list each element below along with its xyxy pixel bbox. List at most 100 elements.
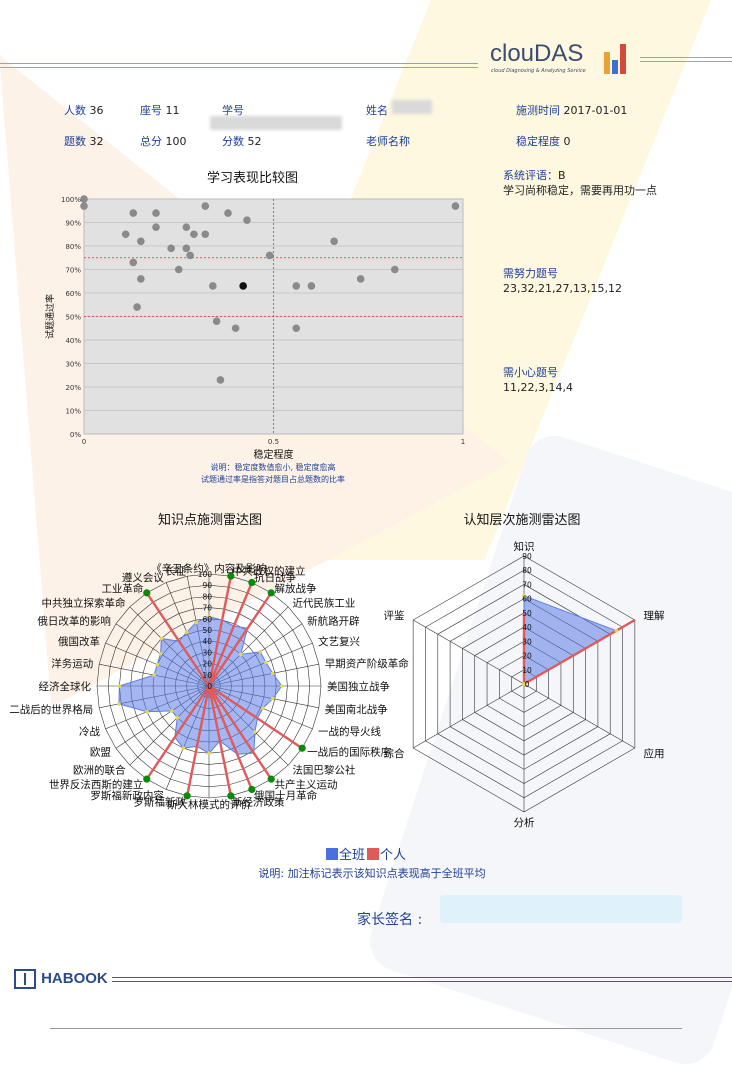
parent-signature-field[interactable] [440, 895, 682, 923]
y-tick-label: 60% [65, 290, 81, 298]
scatter-note-1: 说明：稳定度数值愈小, 稳定度愈高 [210, 463, 336, 472]
radar-axis-label: 俄国十月革命 [254, 789, 317, 802]
radar-tick-label: 0 [207, 682, 212, 691]
data-point [169, 709, 174, 713]
data-point [356, 275, 365, 283]
y-axis-label: 试题通过率 [44, 294, 56, 339]
above-average-marker [227, 792, 235, 800]
radar-spoke [412, 683, 525, 749]
chart-legend: 全班个人 [0, 844, 732, 863]
data-point [330, 237, 338, 246]
radar-tick-label: 10 [522, 666, 532, 675]
x-tick-label: 0.5 [268, 438, 279, 446]
personal-point [239, 282, 247, 290]
y-tick-label: 80% [65, 243, 81, 251]
data-point [159, 636, 164, 641]
system-eval-grade: B [558, 169, 566, 182]
data-point [133, 303, 141, 311]
data-point [390, 265, 399, 274]
radar-tick-label: 60 [202, 615, 212, 624]
data-point [80, 195, 88, 203]
data-point [243, 216, 251, 224]
legend-class-swatch [325, 848, 338, 860]
radar-tick-label: 70 [522, 580, 532, 589]
data-point [216, 376, 225, 384]
data-point [167, 244, 175, 253]
data-point [201, 202, 210, 210]
info-test-date: 施测时间 2017-01-01 [516, 104, 628, 117]
radar-axis-label: 遵义会议 [122, 571, 164, 584]
data-point [238, 652, 243, 657]
info-total-score: 总分 100 [140, 135, 187, 148]
radar-axis-label: 欧洲的联合 [73, 763, 126, 776]
data-point [194, 620, 199, 625]
redacted-name [392, 100, 432, 114]
data-point [231, 324, 240, 333]
data-point [155, 662, 160, 667]
data-point [522, 682, 526, 686]
y-tick-label: 50% [65, 314, 81, 322]
radar-tick-label: 40 [202, 637, 212, 646]
system-eval-label: 系统评语： [503, 169, 558, 182]
radar-axis-label: 新经济政策 [232, 796, 285, 809]
radar-axis-label: 综合 [383, 747, 404, 760]
legend-note: 说明: 加注标记表示该知识点表现高于全班平均 [258, 867, 486, 880]
book-icon [14, 968, 36, 989]
legend-personal-label: 个人 [380, 848, 407, 863]
radar-axis-label: 近代民族工业 [292, 597, 355, 610]
personal-series-line [208, 592, 273, 687]
radar-tick-label: 80 [202, 592, 212, 601]
data-point [307, 282, 316, 290]
above-average-marker [183, 792, 191, 800]
radar-axis-label: 一战后的国际秩序 [307, 746, 391, 759]
data-point [224, 209, 232, 217]
radar-axis-label: 欧盟 [90, 747, 111, 759]
y-tick-label: 0% [70, 431, 81, 439]
info-student-id: 学号 [222, 104, 244, 117]
legend-class-label: 全班 [338, 848, 365, 863]
above-average-marker [298, 744, 306, 752]
data-point [292, 324, 301, 333]
radar-axis-label: 中共政权的建立 [232, 564, 306, 577]
info-stability: 稳定程度 0 [516, 135, 571, 148]
radar-axis-label: 理解 [644, 609, 666, 622]
data-point [201, 230, 210, 239]
data-point [212, 317, 221, 325]
data-point [265, 251, 274, 260]
careful-label: 需小心题号 [503, 366, 558, 379]
brand-logo: clouDAS cloud Diagnosing & Analyzing Ser… [490, 40, 635, 80]
info-score: 分数 52 [222, 135, 262, 148]
header-rule [640, 61, 732, 62]
radar-tick-label: 20 [202, 660, 212, 669]
data-point [145, 709, 149, 714]
footer-rule [112, 981, 732, 982]
radar-axis-label: 罗斯福新政内容 [90, 789, 164, 802]
logo-bars-icon [602, 44, 632, 74]
y-tick-label: 90% [65, 220, 81, 228]
y-tick-label: 70% [65, 267, 81, 275]
data-point [184, 630, 189, 634]
brand-tagline: cloud Diagnosing & Analyzing Service [491, 68, 586, 74]
radar-axis-label: 美国独立战争 [327, 680, 390, 693]
radar-tick-label: 60 [522, 595, 532, 604]
radar-spoke [412, 619, 525, 685]
y-tick-label: 100% [61, 196, 81, 204]
radar-spoke [523, 683, 636, 749]
radar-tick-label: 50 [202, 626, 212, 635]
radar-tick-label: 30 [202, 648, 212, 657]
radar-axis-label: 美国南北战争 [325, 703, 388, 716]
radar-axis-label: 长征 [165, 565, 186, 577]
data-point [175, 715, 180, 720]
data-point [270, 696, 275, 701]
parent-signature-label: 家长签名 : [357, 912, 423, 928]
radar-axis-label: 一战的导火线 [318, 725, 381, 738]
info-student-count: 人数 36 [64, 104, 104, 117]
data-point [522, 594, 526, 598]
radar-axis-label: 文艺复兴 [318, 635, 360, 648]
radar-axis-label: 中共独立探索革命 [42, 597, 126, 610]
data-point [207, 614, 211, 619]
scatter-notes: 说明：稳定度数值愈小, 稳定度愈高 试题通过率是指答对题目占总题数的比率 [0, 462, 546, 486]
effort-items: 23,32,21,27,13,15,12 [503, 282, 622, 295]
personal-series-line [145, 592, 210, 687]
data-point [129, 209, 138, 217]
